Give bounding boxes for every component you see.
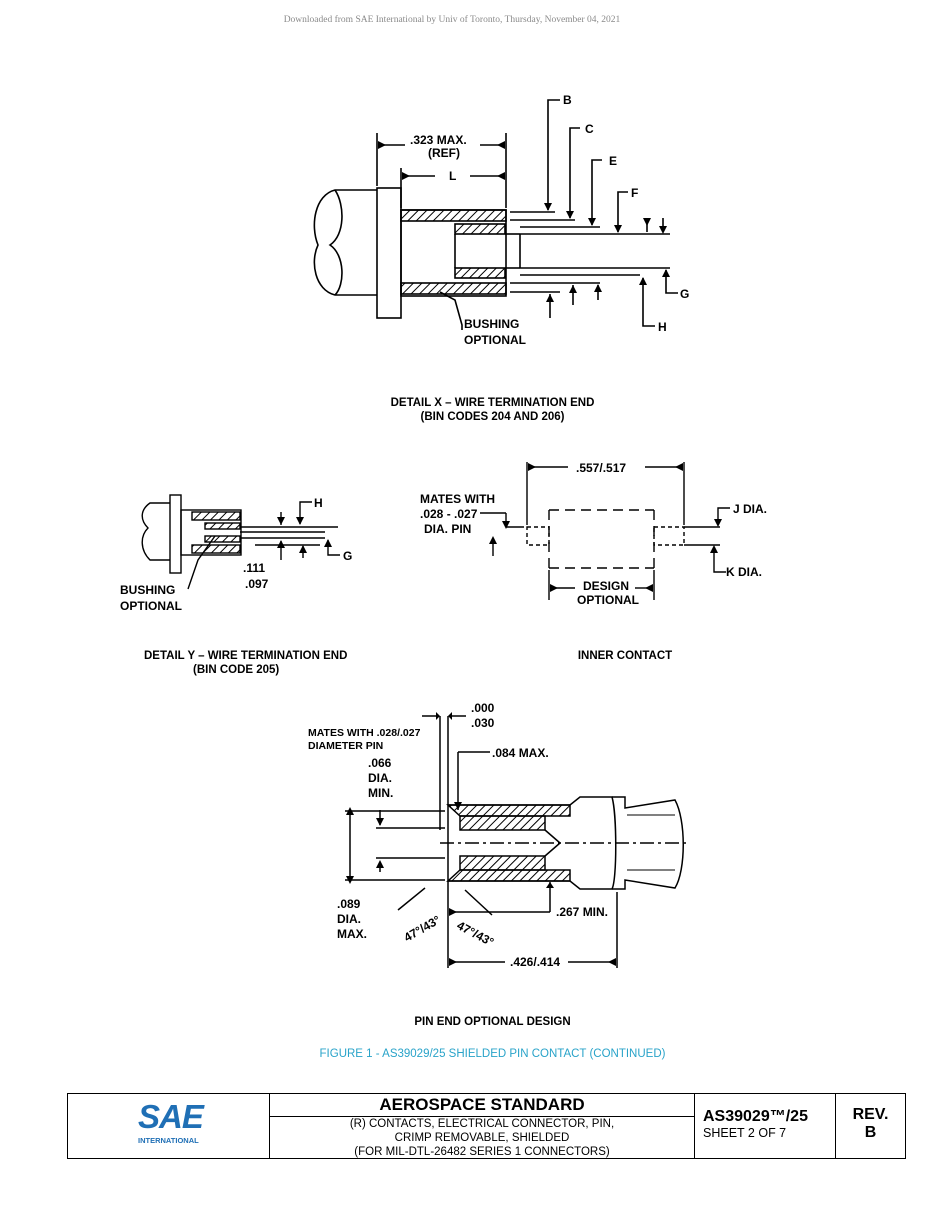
design-label: DESIGN: [583, 579, 629, 593]
min267-label: .267 MIN.: [556, 905, 608, 919]
design-optional-label: OPTIONAL: [577, 593, 639, 607]
rev-label: REV.: [852, 1106, 889, 1123]
inner-contact-caption: INNER CONTACT: [577, 650, 673, 662]
detail-y-drawing: H G .111 .097 BUSHING OPTIONAL: [120, 494, 352, 613]
dim-g-label: G: [680, 287, 689, 301]
rev-cell: REV. B: [835, 1094, 905, 1158]
download-note: Downloaded from SAE International by Uni…: [283, 15, 621, 25]
dim-b-label: B: [563, 93, 572, 107]
inner-length-label: .557/.517: [576, 461, 626, 475]
angle-right-label: 47°/43°: [455, 918, 497, 949]
sae-logo-sub: INTERNATIONAL: [138, 1136, 199, 1145]
dim-000-label: .000: [471, 701, 495, 715]
inner-mates-line2: .028 - .027: [420, 507, 478, 521]
dia066-line2: DIA.: [368, 771, 392, 785]
max084-label: .084 MAX.: [492, 746, 549, 760]
sheet-number: SHEET 2 OF 7: [703, 1126, 787, 1140]
dia066-line1: .066: [368, 756, 392, 770]
doc-number-cell: AS39029™/25 SHEET 2 OF 7: [694, 1094, 836, 1158]
dim-f-label: F: [631, 186, 638, 200]
dim-h-y-label: H: [314, 496, 323, 510]
dia089-line1: .089: [337, 897, 361, 911]
rev-value: B: [864, 1124, 877, 1141]
dim-030-label: .030: [471, 716, 495, 730]
inner-contact-drawing: .557/.517 MATES WITH .028 - .027 DIA. PI…: [420, 461, 767, 607]
detail-x-drawing: .323 MAX. (REF) L B C E F G H BUSHING OP…: [313, 93, 689, 347]
bushing-y-label: BUSHING: [120, 583, 175, 597]
dim-c-label: C: [585, 122, 594, 136]
pin-mates-line1: MATES WITH .028/.027: [308, 727, 421, 739]
k-dia-label: K DIA.: [726, 565, 762, 579]
dia089-line2: DIA.: [337, 912, 361, 926]
j-dia-label: J DIA.: [733, 502, 767, 516]
angle-left-label: 47°/43°: [402, 913, 443, 945]
detail-x-caption: DETAIL X – WIRE TERMINATION END (BIN COD…: [300, 396, 685, 424]
dim-e-label: E: [609, 154, 617, 168]
dim-g-y-label: G: [343, 549, 352, 563]
desc-line2: CRIMP REMOVABLE, SHIELDED: [394, 1132, 570, 1144]
dim-323-label: .323 MAX.: [410, 133, 467, 147]
detail-x-caption-line2: (BIN CODES 204 AND 206): [420, 411, 565, 423]
detail-x-caption-line1: DETAIL X – WIRE TERMINATION END: [390, 397, 595, 409]
description-cell: AEROSPACE STANDARD (R) CONTACTS, ELECTRI…: [269, 1094, 694, 1158]
standard-type: AEROSPACE STANDARD: [270, 1094, 694, 1117]
detail-y-caption: DETAIL Y – WIRE TERMINATION END (BIN COD…: [140, 649, 373, 677]
dia089-line3: MAX.: [337, 927, 367, 941]
dim-h-label: H: [658, 320, 667, 334]
pin-end-caption: PIN END OPTIONAL DESIGN: [414, 1016, 571, 1028]
dia066-line3: MIN.: [368, 786, 393, 800]
dim-l-label: L: [449, 169, 456, 183]
optional-label: OPTIONAL: [464, 333, 526, 347]
dim-111-label: .111: [243, 561, 265, 575]
dim-097-label: .097: [245, 577, 269, 591]
detail-y-caption-line2: (BIN CODE 205): [193, 664, 280, 676]
inner-mates-line3: DIA. PIN: [424, 522, 471, 536]
figure-title: FIGURE 1 - AS39029/25 SHIELDED PIN CONTA…: [319, 1048, 666, 1060]
inner-mates-line1: MATES WITH: [420, 492, 495, 506]
len426-label: .426/.414: [510, 955, 560, 969]
doc-number: AS39029™/25: [703, 1108, 808, 1125]
desc-line3: (FOR MIL-DTL-26482 SERIES 1 CONNECTORS): [354, 1146, 610, 1158]
title-block: SAE INTERNATIONAL AEROSPACE STANDARD (R)…: [67, 1093, 906, 1159]
desc-line1: (R) CONTACTS, ELECTRICAL CONNECTOR, PIN,: [349, 1118, 615, 1130]
logo-area: SAE INTERNATIONAL: [68, 1094, 270, 1158]
pin-mates-line2: DIAMETER PIN: [308, 740, 383, 752]
bushing-label: BUSHING: [464, 317, 519, 331]
sae-logo: SAE: [138, 1098, 204, 1135]
optional-y-label: OPTIONAL: [120, 599, 182, 613]
pin-end-drawing: .000 .030 MATES WITH .028/.027 DIAMETER …: [308, 701, 690, 969]
detail-y-caption-line1: DETAIL Y – WIRE TERMINATION END: [144, 650, 348, 662]
ref-label: (REF): [428, 146, 460, 160]
